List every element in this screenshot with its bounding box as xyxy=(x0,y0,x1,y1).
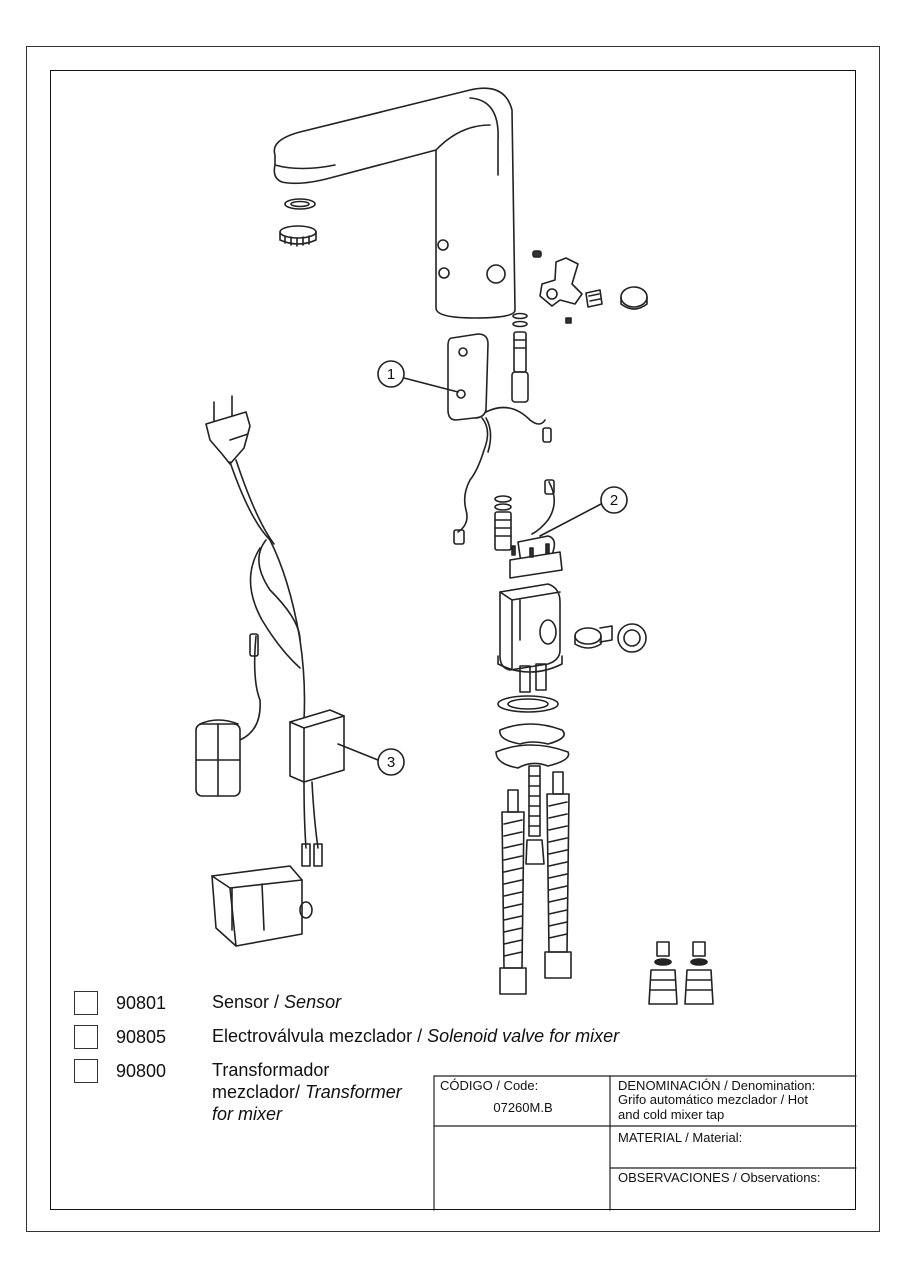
solenoid-valve-part xyxy=(494,479,563,579)
callout-3 xyxy=(337,743,405,776)
title-block-grid xyxy=(433,1075,857,1211)
denomination-value-line2: and cold mixer tap xyxy=(618,1107,725,1122)
lever-assembly xyxy=(532,250,648,324)
cartridge-column xyxy=(511,312,529,403)
part-code: 90801 xyxy=(116,993,167,1013)
sensor-part xyxy=(447,333,552,545)
part-checkbox[interactable] xyxy=(74,1025,98,1049)
hoses xyxy=(499,765,572,995)
callout-2 xyxy=(539,486,628,537)
transformer-part xyxy=(289,709,345,867)
faucet-body xyxy=(273,87,516,319)
outer-frame xyxy=(26,46,880,1232)
observations-label: OBSERVACIONES / Observations: xyxy=(618,1170,821,1185)
denomination-value-line1: Grifo automático mezclador / Hot xyxy=(618,1092,809,1107)
callout-1 xyxy=(377,360,459,393)
part-description: Electroválvula mezclador / Solenoid valv… xyxy=(212,1026,620,1046)
battery-pack xyxy=(195,719,241,797)
part-description: Sensor / Sensor xyxy=(212,992,342,1012)
aerator-parts xyxy=(279,198,317,247)
callout-label-3: 3 xyxy=(387,754,395,771)
part-row-solenoid-valve: 90805 Electroválvula mezclador / Solenoi… xyxy=(74,1025,619,1051)
material-label: MATERIAL / Material: xyxy=(618,1130,743,1145)
washers-plates xyxy=(495,695,570,769)
power-plug-cable xyxy=(205,395,306,741)
drawing-frame xyxy=(50,70,856,1210)
callout-label-2: 2 xyxy=(610,492,618,509)
denomination-label: DENOMINACIÓN / Denomination: xyxy=(618,1078,816,1093)
callout-label-1: 1 xyxy=(387,366,395,383)
part-row-sensor: 90801 Sensor / Sensor xyxy=(74,991,341,1017)
hose-fittings xyxy=(648,941,714,1005)
part-checkbox[interactable] xyxy=(74,1059,98,1083)
part-description: Transformador mezclador/ Transformer for… xyxy=(212,1060,402,1124)
part-checkbox[interactable] xyxy=(74,991,98,1015)
code-label: CÓDIGO / Code: xyxy=(440,1078,539,1093)
valve-body xyxy=(497,583,647,693)
part-row-transformer: 90800 Transformador mezclador/ Transform… xyxy=(74,1059,402,1124)
code-value: 07260M.B xyxy=(493,1100,553,1115)
part-code: 90805 xyxy=(116,1027,167,1047)
part-code: 90800 xyxy=(116,1061,167,1081)
battery-holder xyxy=(211,865,313,947)
